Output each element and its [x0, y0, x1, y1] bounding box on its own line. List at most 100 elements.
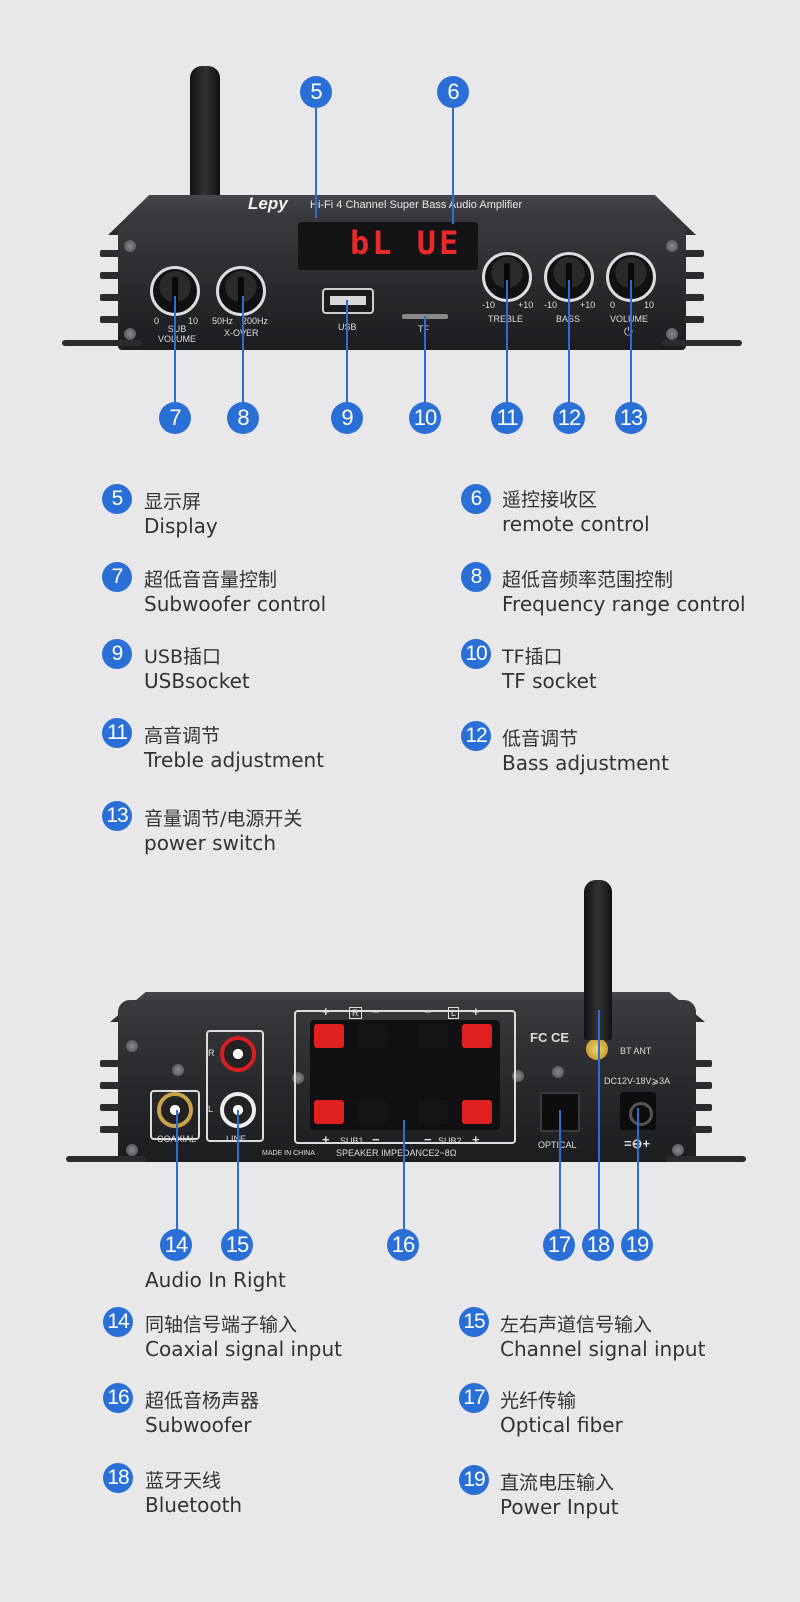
fin — [692, 1104, 712, 1111]
fin — [100, 294, 120, 301]
volume-min-label: 0 — [610, 300, 616, 310]
fin — [100, 250, 120, 257]
brand-logo: Lepy — [248, 194, 288, 213]
r-label: R — [208, 1048, 215, 1058]
speaker-terminal-frame — [294, 1010, 516, 1144]
speaker-impedance-label: SPEAKER IMPEDANCE2~8Ω — [336, 1148, 457, 1158]
legend-en: Bluetooth — [145, 1493, 243, 1517]
legend-en: Optical fiber — [500, 1413, 623, 1437]
callout-badge-13: 13 — [615, 402, 647, 434]
treble-max-label: +10 — [518, 300, 534, 310]
callout-line-6 — [452, 106, 454, 224]
xover-label: X-OVER — [224, 328, 259, 338]
callout-line-10 — [424, 316, 426, 404]
legend-en: USBsocket — [144, 669, 250, 693]
callout-line-18 — [598, 1010, 600, 1240]
legend-zh: 超低音频率范围控制 — [502, 569, 674, 591]
l-label: L — [208, 1104, 214, 1114]
callout-badge-19: 19 — [621, 1229, 653, 1261]
screw — [172, 1064, 184, 1076]
legend-badge-12: 12 — [461, 721, 491, 751]
legend-en: remote control — [502, 512, 650, 536]
terminal-red[interactable] — [462, 1100, 492, 1124]
legend-zh: 蓝牙天线 — [145, 1470, 222, 1492]
made-in-label: MADE IN CHINA — [262, 1150, 315, 1157]
legend-en: Channel signal input — [500, 1337, 706, 1361]
bt-ant-label: BT ANT — [620, 1046, 652, 1056]
legend-badge-18: 18 — [103, 1463, 133, 1493]
treble-min-label: -10 — [482, 300, 496, 310]
callout-line-19 — [637, 1108, 639, 1240]
legend-zh: 显示屏 — [144, 491, 202, 513]
antenna-connector — [586, 1038, 608, 1060]
legend-en: Treble adjustment — [144, 748, 325, 772]
led-display-text: bL UE — [350, 224, 462, 262]
volume-knob[interactable] — [606, 252, 656, 302]
legend-zh: 同轴信号端子输入 — [145, 1314, 298, 1336]
xover-max-label: 200Hz — [242, 316, 269, 326]
plus-label: + — [472, 1132, 480, 1147]
fin — [100, 316, 120, 323]
rear-caption: Audio In Right — [145, 1268, 286, 1292]
legend-zh: 直流电压输入 — [500, 1472, 615, 1494]
legend-badge-11: 11 — [102, 718, 132, 748]
plus-label: + — [322, 1004, 330, 1019]
callout-badge-17: 17 — [543, 1229, 575, 1261]
plus-label: + — [322, 1132, 330, 1147]
terminal-black[interactable] — [358, 1100, 388, 1124]
sub1-label: SUB1 — [340, 1136, 364, 1146]
usb-port[interactable] — [322, 288, 374, 314]
xover-min-label: 50Hz — [212, 316, 234, 326]
callout-line-15 — [237, 1110, 239, 1240]
callout-badge-18: 18 — [582, 1229, 614, 1261]
fin — [100, 272, 120, 279]
terminal-red[interactable] — [462, 1024, 492, 1048]
sub-min-label: 0 — [154, 316, 160, 326]
fin — [684, 294, 704, 301]
volume-max-label: 10 — [644, 300, 655, 310]
tf-label: TF — [418, 324, 429, 334]
sub-volume-label: SUB VOLUME — [158, 324, 196, 344]
screw — [666, 328, 678, 340]
legend-en: Subwoofer — [145, 1413, 252, 1437]
screw — [552, 1066, 564, 1078]
legend-badge-9: 9 — [102, 639, 132, 669]
legend-zh: TF插口 — [502, 646, 563, 668]
minus-label: − — [424, 1004, 432, 1019]
legend-badge-10: 10 — [461, 639, 491, 669]
led-display — [298, 222, 478, 270]
legend-en: Bass adjustment — [502, 751, 669, 775]
line-right-jack[interactable] — [220, 1036, 256, 1072]
terminal-red[interactable] — [314, 1100, 344, 1124]
terminal-black[interactable] — [418, 1100, 448, 1124]
legend-en: Power Input — [500, 1495, 619, 1519]
treble-label: TREBLE — [488, 314, 523, 324]
dc-rating-label: DC12V-18V⩾3A — [604, 1076, 671, 1086]
minus-label: − — [424, 1132, 432, 1147]
callout-line-5 — [315, 106, 317, 218]
legend-en: Coaxial signal input — [145, 1337, 342, 1361]
fin — [692, 1060, 712, 1067]
legend-badge-6: 6 — [461, 484, 491, 514]
screw — [666, 240, 678, 252]
legend-zh: 左右声道信号输入 — [500, 1314, 653, 1336]
callout-badge-5: 5 — [300, 76, 332, 108]
coaxial-jack[interactable] — [157, 1092, 193, 1128]
callout-line-11 — [506, 280, 508, 404]
plus-label: + — [472, 1004, 480, 1019]
minus-label: − — [372, 1132, 380, 1147]
callout-badge-9: 9 — [331, 402, 363, 434]
legend-zh: 遥控接收区 — [502, 489, 598, 511]
xover-knob[interactable] — [216, 266, 266, 316]
callout-badge-15: 15 — [221, 1229, 253, 1261]
bass-knob[interactable] — [544, 252, 594, 302]
callout-badge-11: 11 — [491, 402, 523, 434]
r-box-label: R — [349, 1007, 362, 1019]
terminal-red[interactable] — [314, 1024, 344, 1048]
sub2-label: SUB2 — [438, 1136, 462, 1146]
legend-zh: 超低音杨声器 — [145, 1390, 260, 1412]
sub-max-label: 10 — [188, 316, 199, 326]
terminal-black[interactable] — [358, 1024, 388, 1048]
callout-badge-7: 7 — [159, 402, 191, 434]
terminal-black[interactable] — [418, 1024, 448, 1048]
